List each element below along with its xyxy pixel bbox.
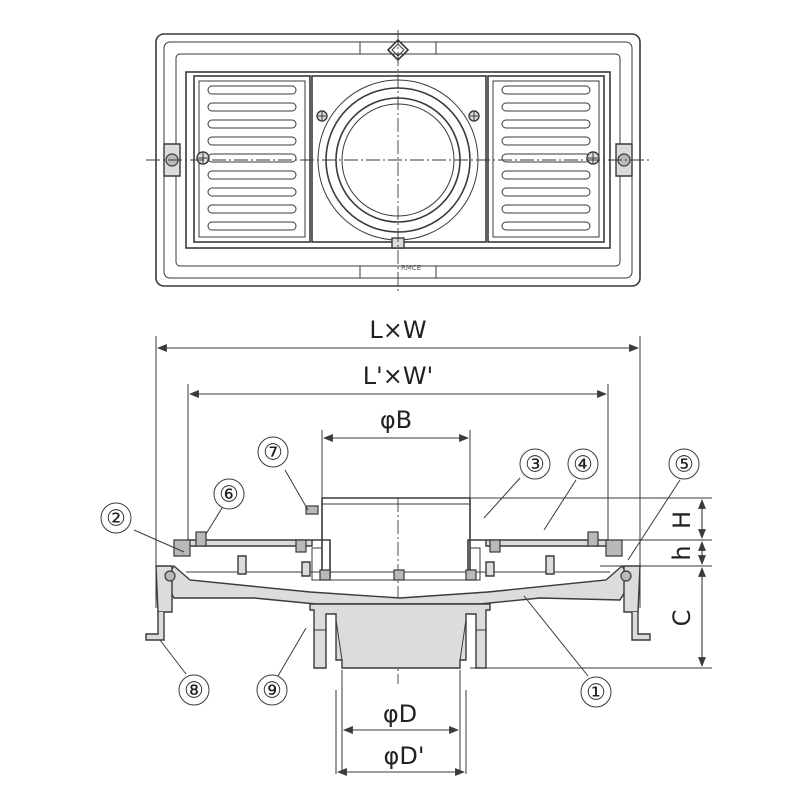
callout-1: ① xyxy=(580,676,612,708)
callout-3: ③ xyxy=(519,448,551,480)
svg-text:⑥: ⑥ xyxy=(219,483,239,508)
grate-slot xyxy=(501,102,591,112)
grate-slot xyxy=(207,153,297,163)
grate-slot xyxy=(501,119,591,129)
riser-walls xyxy=(321,498,471,570)
left-frame-lip xyxy=(173,539,191,557)
left-hinge-pin-icon xyxy=(164,570,176,582)
dim-label-inner: L'×W' xyxy=(363,362,433,390)
dim-label-overall: L×W xyxy=(369,316,426,344)
grate-slot xyxy=(501,187,591,197)
leader-lines xyxy=(133,469,681,677)
top-view: RMCE xyxy=(146,30,650,292)
grate-slot xyxy=(501,170,591,180)
left-anchor-foot xyxy=(145,612,165,641)
right-grate-slots xyxy=(501,85,591,231)
grate-slot xyxy=(207,221,297,231)
svg-text:⑤: ⑤ xyxy=(674,453,694,478)
overall-extension-lines xyxy=(155,336,641,608)
grate-slot xyxy=(207,102,297,112)
outlet-taper xyxy=(335,619,467,661)
grate-slot xyxy=(501,153,591,163)
d-extension-lines xyxy=(341,670,461,774)
body-funnel xyxy=(163,564,633,605)
grate-slot xyxy=(501,221,591,231)
grate-slot xyxy=(207,187,297,197)
grate-bolt-icons xyxy=(195,505,599,553)
left-grate-inner xyxy=(198,80,306,238)
dim-label-H: H xyxy=(668,511,696,529)
body-pin-icons xyxy=(237,555,555,581)
outlet-pipe xyxy=(309,603,491,669)
top-view-notches xyxy=(359,42,437,278)
grate-slot xyxy=(207,204,297,214)
right-grate xyxy=(487,75,605,243)
dim-label-h: h xyxy=(668,545,696,560)
right-hinge-pin-icon xyxy=(620,570,632,582)
grate-slot xyxy=(207,119,297,129)
svg-text:⑦: ⑦ xyxy=(263,441,283,466)
callout-8: ⑧ xyxy=(178,674,210,706)
callout-6: ⑥ xyxy=(213,478,245,510)
riser-outline xyxy=(311,503,481,581)
dprime-extension-lines xyxy=(335,690,467,774)
grate-slot xyxy=(501,136,591,146)
svg-text:①: ① xyxy=(586,681,606,706)
left-grate-slots xyxy=(207,85,297,231)
dim-label-d: φD xyxy=(383,700,417,728)
cover-marking: RMCE xyxy=(401,264,421,272)
dim-label-b: φB xyxy=(380,406,412,434)
svg-text:⑧: ⑧ xyxy=(184,679,204,704)
left-grate-section xyxy=(187,539,313,547)
grate-slot xyxy=(207,136,297,146)
b-extension-lines xyxy=(321,430,471,504)
grate-slot xyxy=(501,204,591,214)
svg-text:④: ④ xyxy=(573,453,593,478)
right-frame-lip xyxy=(605,539,623,557)
right-grate-inner xyxy=(492,80,600,238)
callout-9: ⑨ xyxy=(256,674,288,706)
left-grate xyxy=(193,75,311,243)
inner-extension-lines xyxy=(187,384,609,544)
svg-text:③: ③ xyxy=(525,453,545,478)
svg-text:⑨: ⑨ xyxy=(262,679,282,704)
grate-slot xyxy=(501,85,591,95)
callout-4: ④ xyxy=(567,448,599,480)
section-view: L×W L'×W' φB φD φD' H h C xyxy=(100,316,712,776)
callout-2: ② xyxy=(100,502,132,534)
grate-slot xyxy=(207,85,297,95)
dim-label-C: C xyxy=(668,610,696,627)
callout-5: ⑤ xyxy=(668,448,700,480)
svg-text:②: ② xyxy=(106,507,126,532)
dim-label-dprime: φD' xyxy=(384,742,425,770)
hinge-icons xyxy=(163,143,633,177)
riser-flange xyxy=(312,539,486,578)
callout-7: ⑦ xyxy=(257,436,289,468)
right-anchor-foot xyxy=(631,612,651,641)
grate-slot xyxy=(207,170,297,180)
